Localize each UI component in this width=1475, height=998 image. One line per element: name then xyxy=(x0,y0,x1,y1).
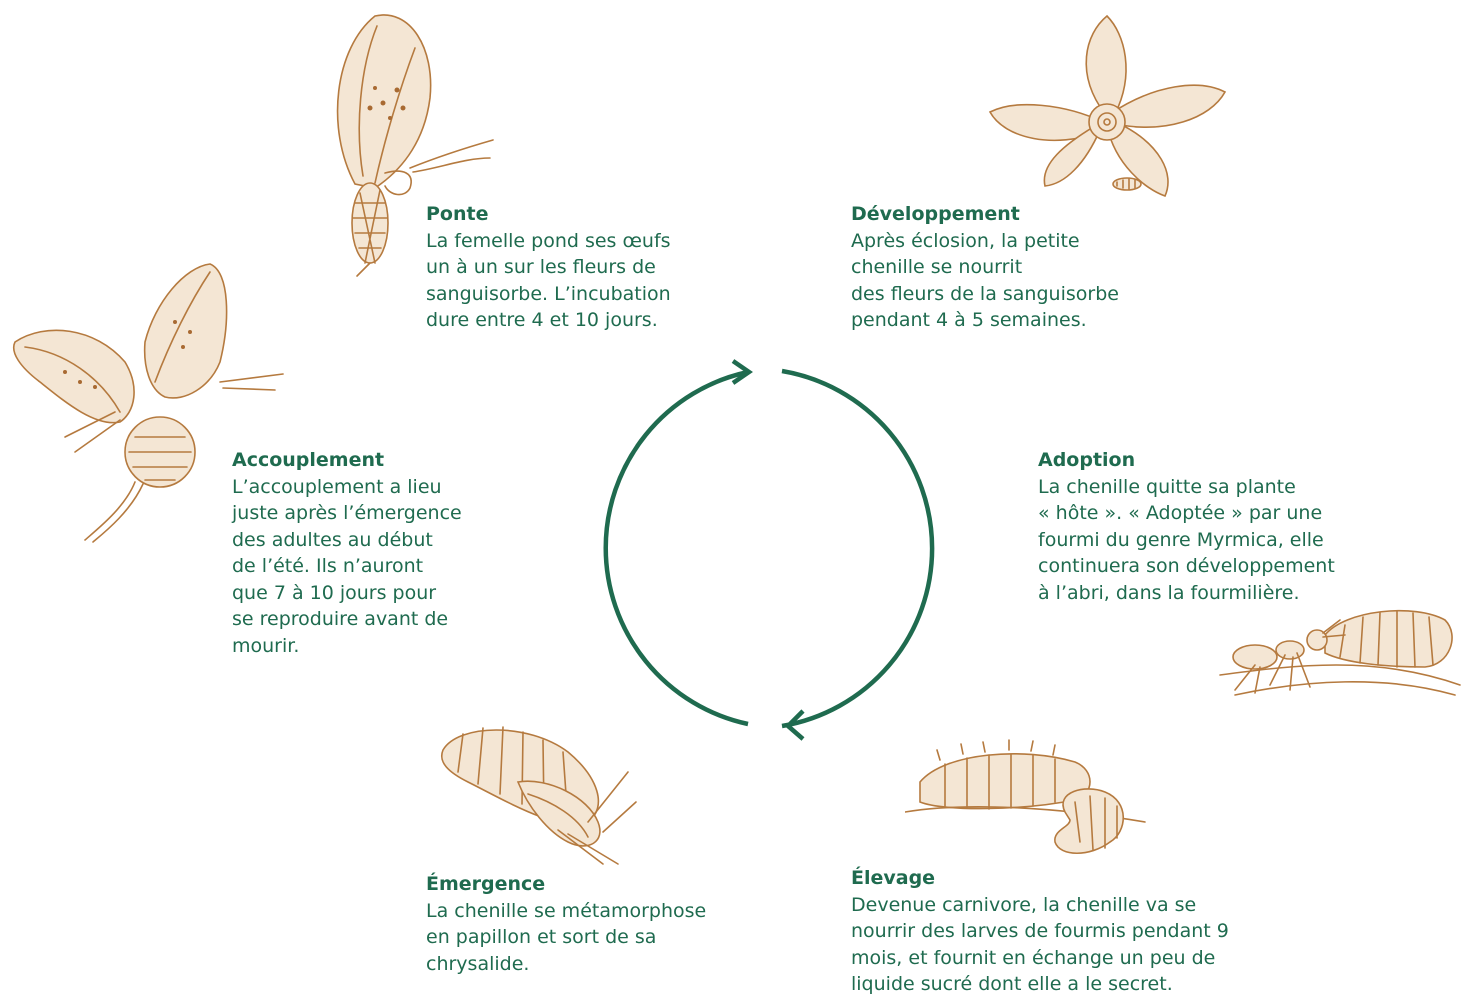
flower-with-caterpillar-icon xyxy=(985,14,1230,204)
stage-description: L’accouplement a lieu juste après l’émer… xyxy=(232,474,462,660)
stage-title: Accouplement xyxy=(232,447,462,474)
stage-ponte: Ponte La femelle pond ses œufs un à un s… xyxy=(426,201,671,334)
stage-emergence: Émergence La chenille se métamorphose en… xyxy=(426,871,706,977)
stage-description: La femelle pond ses œufs un à un sur les… xyxy=(426,228,671,334)
stage-accouplement: Accouplement L’accouplement a lieu juste… xyxy=(232,447,462,659)
stage-title: Ponte xyxy=(426,201,671,228)
chrysalis-icon xyxy=(438,722,643,867)
stage-title: Adoption xyxy=(1038,447,1335,474)
stage-title: Élevage xyxy=(851,865,1229,892)
stage-description: Devenue carnivore, la chenille va se nou… xyxy=(851,892,1229,998)
stage-title: Développement xyxy=(851,201,1119,228)
stage-elevage: Élevage Devenue carnivore, la chenille v… xyxy=(851,865,1229,998)
cycle-arc-right xyxy=(782,371,932,726)
stage-title: Émergence xyxy=(426,871,706,898)
cycle-arc-left xyxy=(606,372,748,724)
stage-description: Après éclosion, la petite chenille se no… xyxy=(851,228,1119,334)
stage-description: La chenille se métamorphose en papillon … xyxy=(426,898,706,978)
stage-adoption: Adoption La chenille quitte sa plante « … xyxy=(1038,447,1335,606)
stage-developpement: Développement Après éclosion, la petite … xyxy=(851,201,1119,334)
caterpillar-and-larvae-icon xyxy=(905,732,1150,870)
ant-carrying-caterpillar-icon xyxy=(1215,595,1465,715)
stage-description: La chenille quitte sa plante « hôte ». «… xyxy=(1038,474,1335,607)
